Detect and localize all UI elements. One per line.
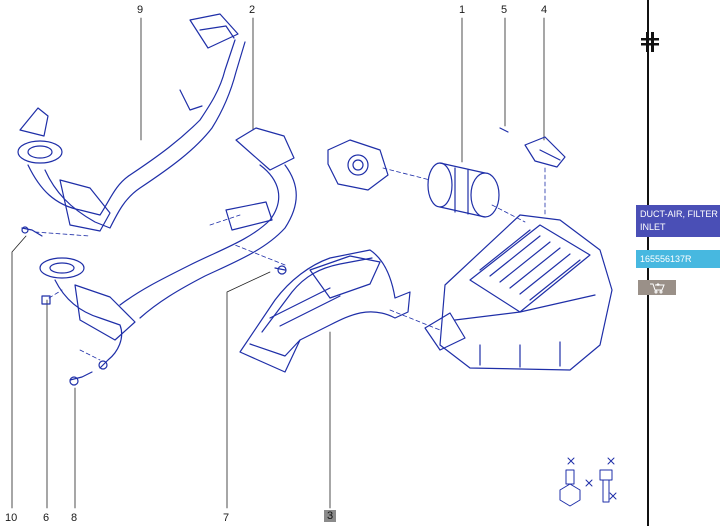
selected-part-name[interactable]: DUCT-AIR, FILTER INLET xyxy=(636,205,720,237)
part-2-pipe xyxy=(39,127,297,370)
diagram-drawing xyxy=(11,13,617,509)
part-3-duct xyxy=(239,249,411,373)
throttle-body xyxy=(327,139,389,191)
callout-4[interactable]: 4 xyxy=(541,4,548,16)
selected-part-number[interactable]: 165556137R xyxy=(636,250,720,268)
callout-2[interactable]: 2 xyxy=(249,4,256,16)
callout-10[interactable]: 10 xyxy=(5,512,18,524)
callout-7[interactable]: 7 xyxy=(223,512,230,524)
leader-lines xyxy=(11,17,545,509)
cut-marker-icon xyxy=(641,32,659,52)
cart-plus-icon xyxy=(650,282,665,293)
torque-symbol xyxy=(559,457,617,507)
callout-9[interactable]: 9 xyxy=(137,4,144,16)
part-1-boot xyxy=(427,162,500,218)
air-filter-box xyxy=(424,214,613,371)
exploded-parts-diagram: 1 2 3 4 5 6 7 8 9 10 xyxy=(5,4,617,524)
part-9-pipe xyxy=(17,13,246,232)
callout-6[interactable]: 6 xyxy=(43,512,50,524)
add-to-cart-button[interactable] xyxy=(638,280,676,295)
callout-8[interactable]: 8 xyxy=(71,512,78,524)
callout-5[interactable]: 5 xyxy=(501,4,508,16)
callout-3[interactable]: 3 xyxy=(324,510,337,522)
callout-1[interactable]: 1 xyxy=(459,4,466,16)
part-4-sensor xyxy=(524,136,566,168)
bolts xyxy=(21,127,509,386)
